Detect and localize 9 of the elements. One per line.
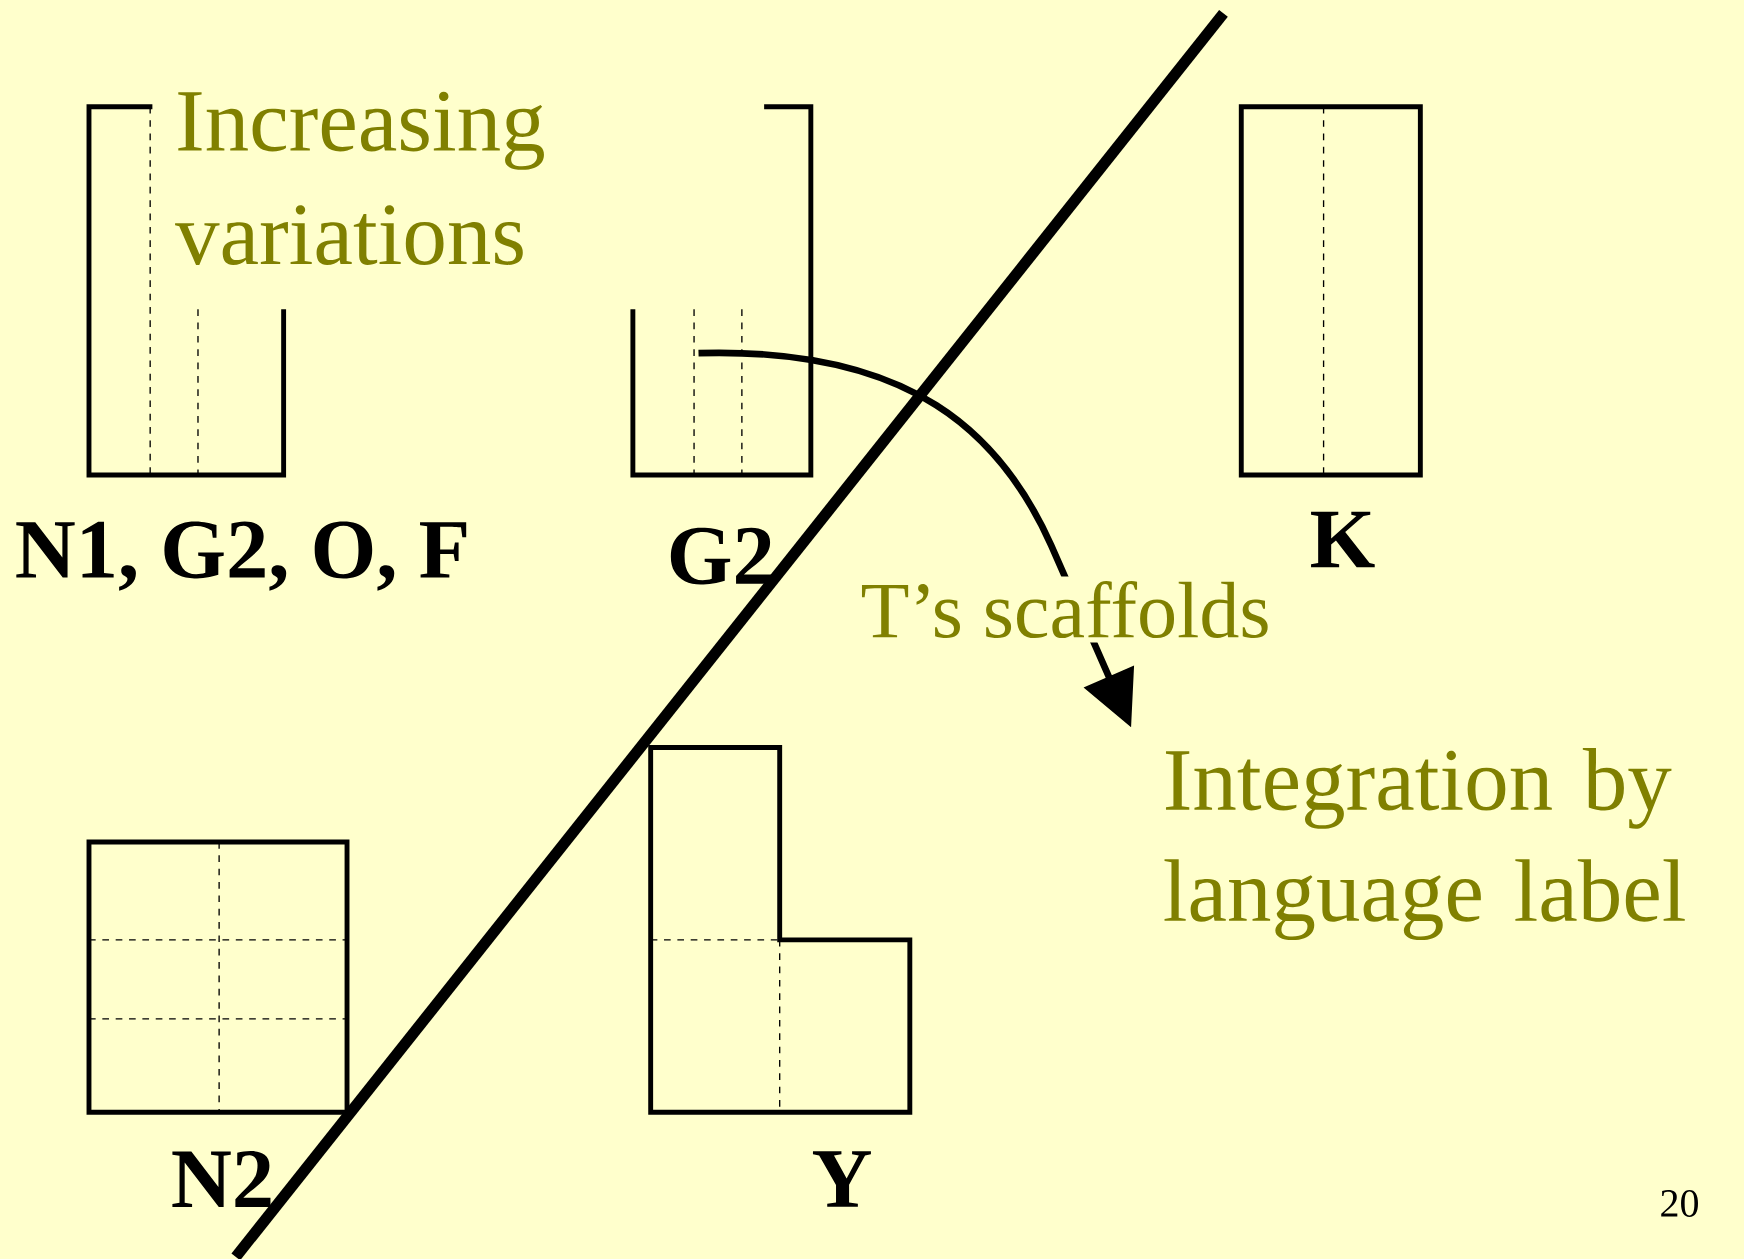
annotation-text: Increasing variations (175, 91, 544, 265)
shape-label: K (1311, 511, 1375, 568)
shape-label: G2 (670, 527, 772, 585)
shape-label: Y (812, 1151, 871, 1207)
shape-label: N2 (172, 1151, 271, 1207)
text-label: Integration by language label (1164, 747, 1685, 940)
page-number: 20 (1661, 1189, 1698, 1217)
shape-label: N1, G2, O, F (16, 521, 467, 591)
edge-label: T’s scaffolds (856, 576, 1275, 643)
